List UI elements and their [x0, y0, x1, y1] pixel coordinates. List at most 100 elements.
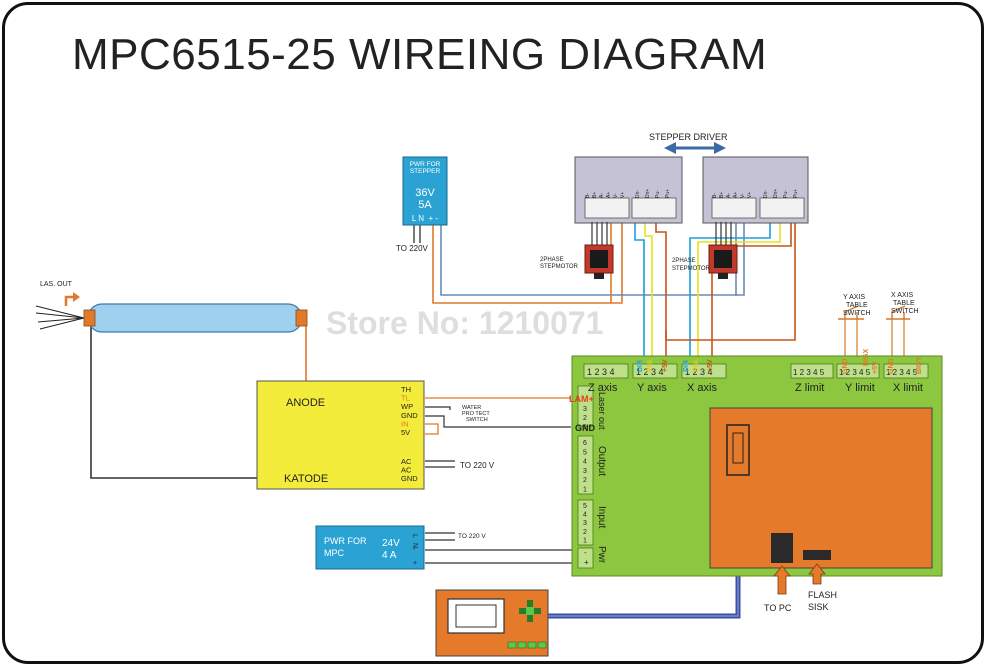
pwr-pin-minus: - [584, 548, 587, 557]
flash-disk-label-line2: SISK [808, 602, 829, 612]
laser-psu-ac-pin-1: AC [401, 457, 412, 466]
water-switch-label-line2: PRO TECT [462, 411, 490, 417]
x-limit-wire-label-bigy: BIGY [916, 357, 923, 374]
laser-psu-pin-5v: 5V [401, 428, 410, 437]
stepper-psu-voltage: 36V [415, 187, 435, 199]
mpc-psu-to-mains: TO 220 V [458, 533, 486, 540]
mpc-power-supply [315, 525, 425, 570]
laser-psu-pin-wp: WP [401, 402, 413, 411]
z-limit-label: Z limit [795, 382, 824, 394]
x-limit-label: X limit [893, 382, 923, 394]
flash-disk-arrow-icon [808, 563, 826, 585]
control-panel [435, 589, 549, 657]
input-pin-1: 1 [583, 537, 587, 544]
pwr-connector-label: Pwr [596, 546, 607, 564]
y-axis-pins: 1 2 3 4 [636, 367, 664, 377]
stepper-psu-terminals: L N + - [412, 214, 438, 223]
input-pin-3: 3 [583, 520, 587, 527]
x-limit-switch [886, 305, 910, 320]
driver-1-terminal-V-: V- [613, 193, 619, 198]
output-pin-5: 5 [583, 449, 587, 456]
stepper-driver-label: STEPPER DRIVER [649, 132, 728, 142]
driver-2-terminal-Dir-: Dir- [763, 190, 769, 198]
y-limit-label: Y limit [845, 382, 875, 394]
driver-2-terminal-Dir+: Dir+ [773, 189, 779, 198]
y-switch-label-line3: SWITCH [843, 310, 871, 317]
driver-1-terminal-B-: B- [585, 193, 591, 198]
laser-psu-pin-gnd: GND [401, 411, 418, 420]
driver-2-terminal-Pu+: Pu+ [793, 189, 799, 198]
mpc-psu-title-line2: MPC [324, 548, 345, 558]
to-pc-label: TO PC [764, 603, 792, 613]
laser-out-label: LAS. OUT [40, 281, 73, 288]
driver-2-terminal-Pu-: Pu- [783, 190, 789, 198]
y-switch-label-line1: Y AXIS [843, 294, 865, 301]
gnd-label: GND [575, 423, 596, 433]
z-limit-pins: 1 2 3 4 5 [793, 368, 825, 377]
stepper-driver-2 [702, 156, 809, 224]
output-pin-4: 4 [583, 459, 587, 466]
double-arrow [664, 142, 726, 154]
x-limit-pins: 1 2 3 4 5 [886, 368, 918, 377]
stepper-psu-current: 5A [418, 199, 432, 211]
stepper-psu-to-mains: TO 220V [396, 244, 429, 253]
mpc-psu-current: 4 A [382, 550, 397, 561]
mpc-psu-voltage: 24V [382, 538, 400, 549]
input-connector-label: Input [596, 506, 607, 528]
driver-2-terminal-A+: A+ [733, 192, 739, 198]
step-motor-2 [708, 222, 738, 279]
laser-psu-pin-in: IN [401, 419, 409, 428]
laser-out-pin-2: 2 [583, 415, 587, 422]
driver-1-terminal-V+: V+ [620, 192, 626, 198]
y-axis-wire-label-3: +5V [662, 359, 669, 372]
x-axis-wire-label-2: PUL [693, 357, 700, 372]
output-pin-1: 1 [583, 487, 587, 494]
input-pin-5: 5 [583, 503, 587, 510]
driver-2-terminal-B-: B- [712, 193, 718, 198]
mpc-psu-terminal-4: + [413, 560, 417, 567]
y-switch-label-line2: TABLE [846, 302, 868, 309]
driver-1-terminal-Dir+: Dir+ [645, 189, 651, 198]
x-limit-wire-label-gnd: GND [888, 358, 895, 374]
y-limit-wire-label-bigx: BIGX [863, 349, 870, 366]
y-limit-pins: 1 2 3 4 5 [839, 368, 871, 377]
x-axis-pins: 1 2 3 4 [685, 367, 713, 377]
x-axis-wire-label-1: DIR [683, 360, 690, 372]
laser-psu-ac-pin-3: GND [401, 474, 418, 483]
controller-connectors [577, 363, 929, 569]
stepper-psu-title-line2: STEPPER [410, 168, 441, 175]
laser-psu-pin-tl: TL [401, 394, 410, 403]
motor-2-label-line1: 2PHASE [672, 258, 696, 264]
laser-out-pin-1: 1 [583, 424, 587, 431]
katode-label: KATODE [284, 473, 328, 485]
z-axis-pins: 1 2 3 4 [587, 367, 615, 377]
y-axis-wire-label-2: PUL [647, 357, 654, 372]
x-switch-label-line1: X AXIS [891, 292, 914, 299]
motor-1-label-line1: 2PHASE [540, 257, 564, 263]
motor-1-label-line2: STEPMOTOR [540, 264, 579, 270]
mpc-psu-terminal-3: - [413, 546, 416, 553]
to-pc-arrow-icon [773, 565, 791, 595]
stepper-driver-1 [574, 156, 683, 224]
laser-power-supply [256, 380, 425, 490]
y-limit-wire-label-5v: +5V [872, 361, 879, 374]
step-motor-1 [584, 222, 614, 279]
laser-psu-pin-th: TH [401, 385, 411, 394]
driver-1-terminal-Dir-: Dir- [635, 190, 641, 198]
laser-tube [35, 303, 308, 333]
flash-disk-label-line1: FLASH [808, 590, 837, 600]
output-pin-6: 6 [583, 440, 587, 447]
x-switch-label-line2: TABLE [893, 300, 915, 307]
x-axis-label: X axis [687, 382, 717, 394]
driver-1-terminal-Pu+: Pu+ [665, 189, 671, 198]
driver-1-terminal-A-: A- [599, 193, 605, 198]
z-axis-label: Z axis [588, 382, 618, 394]
x-axis-wire-label-3: +5V [707, 359, 714, 372]
mpc-psu-title-line1: PWR FOR [324, 536, 367, 546]
y-limit-wire-label-gnd: GND [842, 358, 849, 374]
page-title: MPC6515-25 WIREING DIAGRAM [72, 30, 768, 79]
anode-label: ANODE [286, 397, 325, 409]
mpc-psu-terminal-1: L [411, 534, 418, 538]
